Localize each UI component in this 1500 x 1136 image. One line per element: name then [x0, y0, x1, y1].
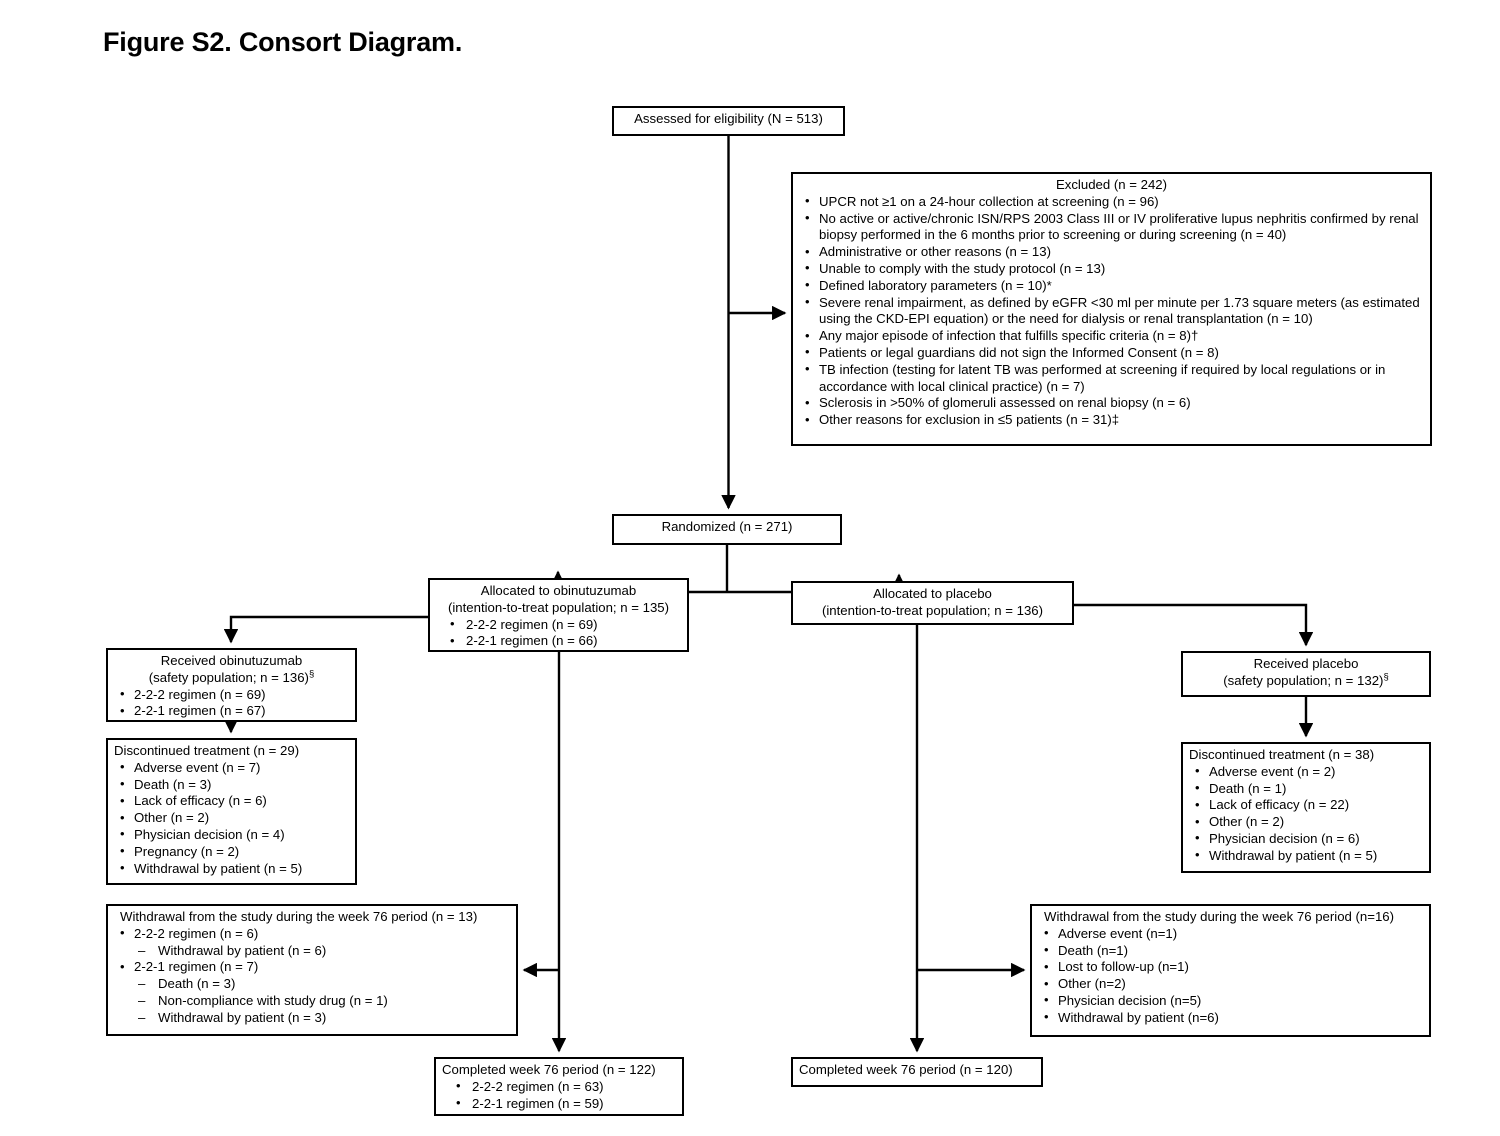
excluded-header: Excluded (n = 242) [1055, 177, 1168, 192]
box-received-placebo: Received placebo (safety population; n =… [1181, 651, 1431, 697]
list-item: Adverse event (n = 2) [1189, 763, 1423, 781]
list-item: Adverse event (n = 7) [114, 759, 349, 777]
alloc-obi-line2: (intention-to-treat population; n = 135) [447, 599, 670, 615]
list-item: Death (n = 3) [134, 976, 510, 993]
list-item: 2-2-1 regimen (n = 7) Death (n = 3) Non-… [114, 959, 510, 1026]
list-item: TB infection (testing for latent TB was … [799, 361, 1424, 396]
list-item: 2-2-1 regimen (n = 67) [114, 703, 349, 720]
list-item: Administrative or other reasons (n = 13) [799, 244, 1424, 261]
box-excluded: Excluded (n = 242) UPCR not ≥1 on a 24-h… [791, 172, 1432, 446]
disc-obi-reason-list: Adverse event (n = 7) Death (n = 3) Lack… [114, 759, 349, 878]
list-item: Withdrawal by patient (n=6) [1038, 1009, 1423, 1027]
wd-obi-group1-label: 2-2-1 regimen (n = 7) [134, 959, 259, 975]
list-item: 2-2-1 regimen (n = 66) [436, 633, 681, 650]
footnote-marker: § [308, 668, 315, 680]
box-completed-placebo: Completed week 76 period (n = 120) [791, 1057, 1043, 1087]
wd-obi-header: Withdrawal from the study during the wee… [120, 909, 478, 924]
wd-obi-group1-sublist: Death (n = 3) Non-compliance with study … [134, 976, 510, 1026]
wd-obi-group0-label: 2-2-2 regimen (n = 6) [134, 925, 259, 941]
disc-pbo-header: Discontinued treatment (n = 38) [1189, 747, 1375, 762]
box-received-obinutuzumab: Received obinutuzumab (safety population… [106, 648, 357, 722]
page-title: Figure S2. Consort Diagram. [103, 27, 463, 57]
list-item: Physician decision (n=5) [1038, 992, 1423, 1010]
wd-pbo-header: Withdrawal from the study during the wee… [1044, 909, 1395, 924]
excluded-reason-list: UPCR not ≥1 on a 24-hour collection at s… [799, 193, 1424, 429]
list-item: Lack of efficacy (n = 6) [114, 793, 349, 810]
list-item: Patients or legal guardians did not sign… [799, 344, 1424, 362]
list-item: 2-2-2 regimen (n = 63) [442, 1078, 676, 1096]
assessed-label: Assessed for eligibility (N = 513) [634, 111, 823, 126]
list-item: Death (n = 3) [114, 776, 349, 794]
list-item: Withdrawal by patient (n = 5) [1189, 847, 1423, 865]
list-item: Other (n = 2) [1189, 814, 1423, 831]
list-item: Pregnancy (n = 2) [114, 843, 349, 861]
list-item: Other reasons for exclusion in ≤5 patien… [799, 412, 1424, 429]
box-withdrawal-placebo: Withdrawal from the study during the wee… [1030, 904, 1431, 1037]
arrow-alloc-pbo-to-received [1074, 603, 1314, 647]
recv-pbo-line2-text: (safety population; n = 132) [1223, 672, 1384, 688]
disc-pbo-reason-list: Adverse event (n = 2) Death (n = 1) Lack… [1189, 763, 1423, 865]
list-item: 2-2-1 regimen (n = 59) [442, 1095, 676, 1113]
box-allocated-placebo: Allocated to placebo (intention-to-treat… [791, 581, 1074, 625]
box-discontinued-obinutuzumab: Discontinued treatment (n = 29) Adverse … [106, 738, 357, 885]
box-assessed-for-eligibility: Assessed for eligibility (N = 513) [612, 106, 845, 136]
list-item: Defined laboratory parameters (n = 10)* [799, 277, 1424, 295]
list-item: Withdrawal by patient (n = 5) [114, 860, 349, 878]
alloc-pbo-line1: Allocated to placebo [873, 586, 992, 601]
list-item: Withdrawal by patient (n = 6) [134, 943, 510, 960]
box-discontinued-placebo: Discontinued treatment (n = 38) Adverse … [1181, 742, 1431, 873]
footnote-marker: § [1383, 671, 1389, 683]
box-allocated-obinutuzumab: Allocated to obinutuzumab (intention-to-… [428, 578, 689, 652]
list-item: Unable to comply with the study protocol… [799, 260, 1424, 278]
recv-obi-regimen-list: 2-2-2 regimen (n = 69) 2-2-1 regimen (n … [114, 686, 349, 721]
disc-obi-header: Discontinued treatment (n = 29) [114, 743, 300, 758]
alloc-obi-line1: Allocated to obinutuzumab [480, 583, 637, 598]
list-item: Withdrawal by patient (n = 3) [134, 1010, 510, 1027]
list-item: Other (n = 2) [114, 810, 349, 827]
comp-pbo-header: Completed week 76 period (n = 120) [799, 1062, 1013, 1077]
recv-obi-line2-text: (safety population; n = 136) [148, 669, 309, 685]
wd-obi-group0-sublist: Withdrawal by patient (n = 6) [134, 943, 510, 960]
list-item: 2-2-2 regimen (n = 69) [436, 616, 681, 634]
list-item: Physician decision (n = 6) [1189, 830, 1423, 848]
recv-pbo-line2: (safety population; n = 132)§ [1189, 671, 1423, 690]
list-item: No active or active/chronic ISN/RPS 2003… [799, 210, 1424, 245]
alloc-pbo-line2: (intention-to-treat population; n = 136) [821, 602, 1044, 618]
recv-obi-line2: (safety population; n = 136)§ [114, 668, 349, 687]
list-item: 2-2-2 regimen (n = 6) Withdrawal by pati… [114, 925, 510, 960]
comp-obi-header: Completed week 76 period (n = 122) [442, 1062, 656, 1077]
list-item: Any major episode of infection that fulf… [799, 328, 1424, 345]
comp-obi-regimen-list: 2-2-2 regimen (n = 63) 2-2-1 regimen (n … [442, 1078, 676, 1113]
list-item: Severe renal impairment, as defined by e… [799, 294, 1424, 329]
list-item: Lack of efficacy (n = 22) [1189, 797, 1423, 814]
alloc-obi-regimen-list: 2-2-2 regimen (n = 69) 2-2-1 regimen (n … [436, 616, 681, 651]
randomized-label: Randomized (n = 271) [661, 519, 793, 534]
list-item: UPCR not ≥1 on a 24-hour collection at s… [799, 193, 1424, 211]
wd-pbo-reason-list: Adverse event (n=1) Death (n=1) Lost to … [1038, 925, 1423, 1027]
list-item: Death (n=1) [1038, 942, 1423, 960]
list-item: Lost to follow-up (n=1) [1038, 959, 1423, 976]
arrow-alloc-obi-to-received [223, 615, 428, 644]
list-item: Non-compliance with study drug (n = 1) [134, 993, 510, 1010]
list-item: Physician decision (n = 4) [114, 826, 349, 844]
list-item: Other (n=2) [1038, 976, 1423, 993]
box-randomized: Randomized (n = 271) [612, 514, 842, 545]
list-item: Adverse event (n=1) [1038, 925, 1423, 943]
recv-obi-line1: Received obinutuzumab [160, 653, 303, 668]
box-withdrawal-obinutuzumab: Withdrawal from the study during the wee… [106, 904, 518, 1036]
recv-pbo-line1: Received placebo [1253, 656, 1359, 671]
list-item: Death (n = 1) [1189, 780, 1423, 798]
box-completed-obinutuzumab: Completed week 76 period (n = 122) 2-2-2… [434, 1057, 684, 1116]
list-item: 2-2-2 regimen (n = 69) [114, 686, 349, 704]
list-item: Sclerosis in >50% of glomeruli assessed … [799, 395, 1424, 412]
wd-obi-group-list: 2-2-2 regimen (n = 6) Withdrawal by pati… [114, 925, 510, 1027]
